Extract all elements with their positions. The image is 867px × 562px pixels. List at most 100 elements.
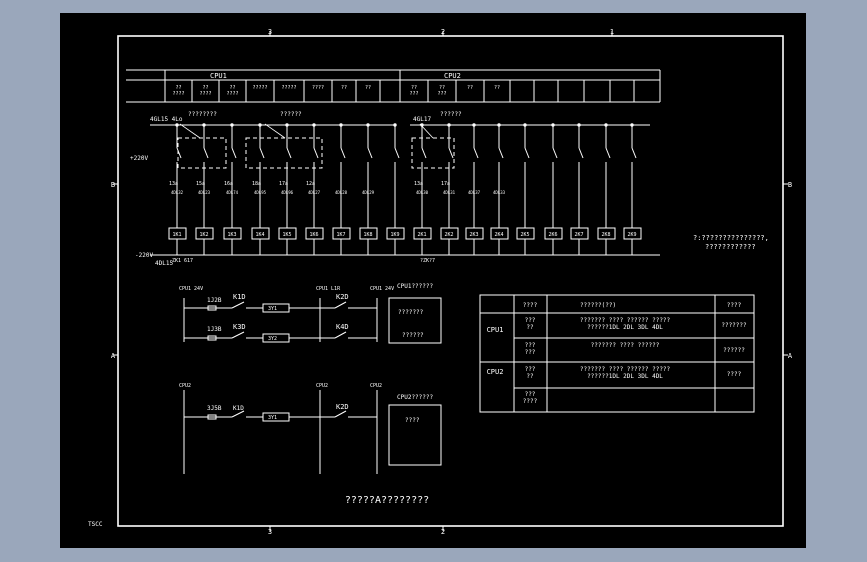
legend-table bbox=[479, 294, 755, 413]
legend-desc: ??????? ???? ?????? bbox=[591, 342, 660, 349]
relay-label: 2K3 bbox=[469, 232, 478, 238]
relay-label: 2K4 bbox=[494, 232, 503, 238]
cc1-row2-label: 1J3B bbox=[207, 326, 222, 333]
cc1-row1-coil: 3Y1 bbox=[268, 306, 277, 312]
relay-label: 1K4 bbox=[255, 232, 264, 238]
relay-label: 2K6 bbox=[548, 232, 557, 238]
header-cpu1-label: CPU1 bbox=[210, 72, 227, 80]
zone-row-right-b: B bbox=[788, 181, 792, 189]
control-circuit-1 bbox=[183, 297, 442, 344]
cpu2-box bbox=[388, 404, 442, 466]
drawing-border bbox=[117, 35, 784, 527]
cc2-row1-contact2: K2D bbox=[336, 403, 349, 411]
header-cell-cpu2: ?? bbox=[411, 85, 417, 91]
branch-upper-label: 12a bbox=[306, 181, 315, 187]
zone-col-bottom-3: 3 bbox=[268, 528, 272, 536]
legend-code: ???? bbox=[727, 371, 742, 378]
relay-label: 1K8 bbox=[363, 232, 372, 238]
header-cell-cpu1: ???? bbox=[312, 85, 324, 91]
note-line-2: ???????????? bbox=[705, 243, 756, 251]
cc1-box-line2: ?????? bbox=[402, 332, 424, 339]
bottom-left-label-2: ZK1 617 bbox=[172, 258, 193, 264]
zone-row-left-a: A bbox=[111, 352, 116, 360]
branch-upper-label: 13a bbox=[169, 181, 178, 187]
header-table bbox=[126, 69, 661, 103]
legend-header: ??????(??) bbox=[580, 302, 616, 309]
cc1-row1-contact: K1D bbox=[233, 293, 246, 301]
bus-left-label: 4GL15 4Lo bbox=[150, 116, 183, 123]
cc2-row1-contact: K1D bbox=[233, 405, 244, 412]
cc1-row2-coil: 3Y2 bbox=[268, 336, 277, 342]
branch-upper-label: 13a bbox=[414, 181, 423, 187]
header-cells: ????????????????????????????????????????… bbox=[172, 80, 635, 102]
legend-code: ?????? bbox=[723, 347, 745, 354]
branch-lower-label: 4DL96 bbox=[281, 190, 294, 195]
zone-markers: 3 2 1 3 2 B A B A bbox=[111, 28, 793, 536]
bus-right-label: 4GL17 bbox=[413, 116, 431, 123]
header-cell-cpu2: ??? bbox=[409, 91, 418, 97]
legend-id: ???? bbox=[523, 398, 538, 405]
branch-upper-label: 18a bbox=[252, 181, 261, 187]
group3-label: ?????? bbox=[440, 111, 462, 118]
legend-id: ?? bbox=[526, 373, 534, 380]
cc1-box-title: CPU1?????? bbox=[397, 283, 434, 290]
legend-group: CPU1 bbox=[487, 326, 504, 334]
branch-lower-label: 4DL74 bbox=[226, 190, 239, 195]
cc2-mid-rail: CPU2 bbox=[316, 383, 328, 389]
relay-branches: 1K113a4DL321K215a4DL231K316a4DL741K418a4… bbox=[168, 123, 642, 255]
drawing-title: ?????A???????? bbox=[345, 495, 429, 506]
relay-label: 2K1 bbox=[417, 232, 426, 238]
dashed-group-2 bbox=[245, 137, 323, 169]
relay-branch: 2K5 bbox=[516, 123, 535, 255]
branch-lower-label: 4DL37 bbox=[468, 190, 481, 195]
branch-lower-label: 4DL28 bbox=[335, 190, 348, 195]
bottom-left-label: 4DL15 bbox=[155, 260, 173, 267]
branch-lower-label: 4DL33 bbox=[493, 190, 506, 195]
note-line-1: ?:???????????????, bbox=[693, 234, 769, 242]
legend-code: ??????? bbox=[721, 322, 747, 329]
header-cell-cpu1: ???? bbox=[199, 91, 211, 97]
header-cell-cpu1: ?? bbox=[229, 85, 235, 91]
legend-id: ??? bbox=[525, 317, 536, 324]
header-cell-cpu1: ???? bbox=[172, 91, 184, 97]
cc1-row1-label: 1J2B bbox=[207, 297, 222, 304]
relay-branch: 1K8 4DL29 bbox=[359, 123, 378, 255]
dashed-group-1 bbox=[177, 137, 227, 169]
header-cell-cpu2: ??? bbox=[437, 91, 446, 97]
header-cell-cpu2: ?? bbox=[439, 85, 445, 91]
legend-id: ??? bbox=[525, 391, 536, 398]
branch-lower-label: 4DL23 bbox=[198, 190, 211, 195]
relay-label: 1K5 bbox=[282, 232, 291, 238]
zone-col-bottom-2: 2 bbox=[441, 528, 445, 536]
relay-label: 1K2 bbox=[199, 232, 208, 238]
cc1-row2-contact2: K4D bbox=[336, 323, 349, 331]
group2-label: ?????? bbox=[280, 111, 302, 118]
cc1-mid-rail: CPU1 L1R bbox=[316, 286, 341, 292]
relay-label: 1K7 bbox=[336, 232, 345, 238]
bottom-right-label: ?ZK?7 bbox=[420, 258, 435, 264]
header-cell-cpu1: ????? bbox=[281, 85, 296, 91]
legend-header: ???? bbox=[523, 302, 538, 309]
cc1-row1-contact2: K2D bbox=[336, 293, 349, 301]
header-cell-cpu1: ?? bbox=[175, 85, 181, 91]
legend-id: ??? bbox=[525, 366, 536, 373]
header-cell-cpu2: ?? bbox=[494, 85, 500, 91]
cc2-right-rail: CPU2 bbox=[370, 383, 382, 389]
branch-lower-label: 4DL30 bbox=[416, 190, 429, 195]
legend-id: ??? bbox=[525, 349, 536, 356]
branch-lower-label: 4DL32 bbox=[171, 190, 184, 195]
branch-lower-label: 4DL29 bbox=[362, 190, 375, 195]
branch-lower-label: 4DL31 bbox=[443, 190, 456, 195]
cc1-row2-contact: K3D bbox=[233, 323, 246, 331]
relay-branch: 2K4 4DL33 bbox=[490, 123, 509, 255]
branch-upper-label: 15a bbox=[196, 181, 205, 187]
branch-upper-label: 17a bbox=[441, 181, 450, 187]
header-cell-cpu1: ???? bbox=[226, 91, 238, 97]
relay-label: 1K6 bbox=[309, 232, 318, 238]
header-cell-cpu1: ?? bbox=[202, 85, 208, 91]
cc2-box-title: CPU2?????? bbox=[397, 394, 434, 401]
